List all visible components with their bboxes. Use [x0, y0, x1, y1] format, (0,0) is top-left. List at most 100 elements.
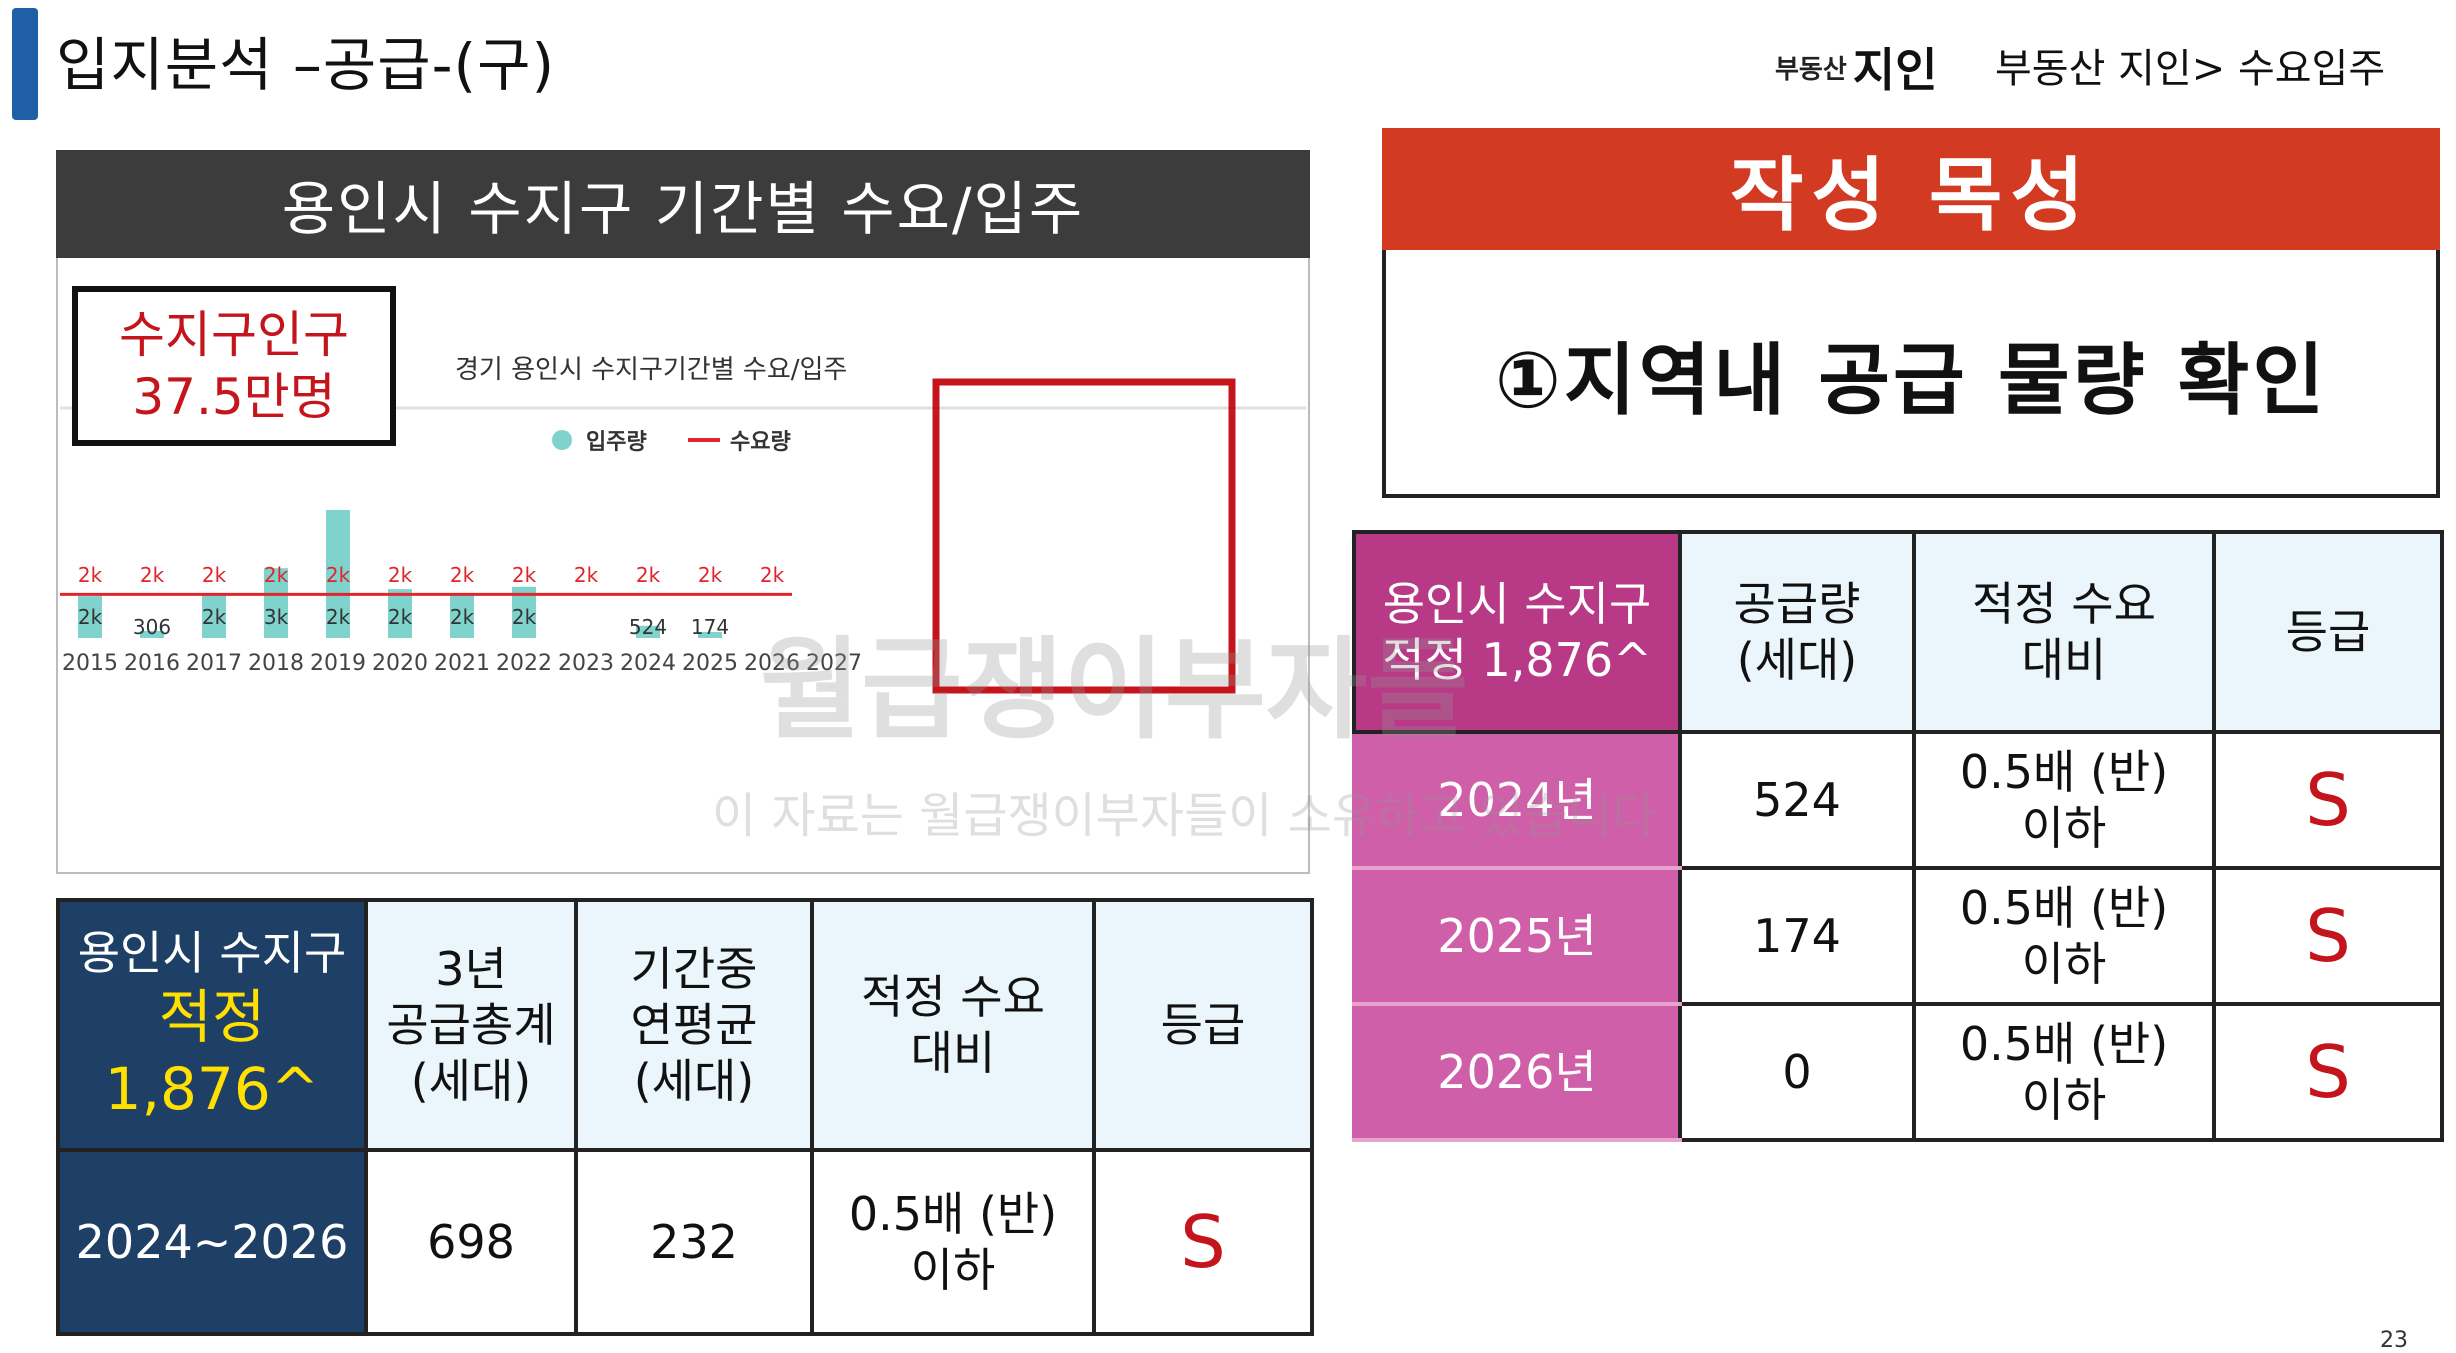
x-tick-2021: 2021: [434, 651, 490, 676]
bar-label-2022: 2k: [512, 605, 537, 629]
chart-panel-title: 용인시 수지구 기간별 수요/입주: [56, 150, 1310, 258]
table-row-ratio-line2: 이하: [2021, 937, 2107, 991]
legend-swatch-supply: [552, 430, 572, 450]
left-header-total-line3: (세대): [410, 1054, 532, 1108]
right-header-region-line2: 적정 1,876^: [1382, 633, 1652, 687]
x-tick-2020: 2020: [372, 651, 428, 676]
right-header-region: 용인시 수지구 적정 1,876^: [1352, 530, 1682, 734]
table-row-ratio: 0.5배 (반) 이하: [1912, 1002, 2216, 1142]
right-header-supply-line2: (세대): [1736, 633, 1858, 687]
demand-label-2015: 2k: [78, 563, 103, 587]
table-row-ratio-line1: 0.5배 (반): [1959, 745, 2169, 799]
page-title: 입지분석 –공급-(구): [56, 31, 556, 99]
left-header-ratio: 적정 수요 대비: [810, 898, 1096, 1152]
chart-title: 경기 용인시 수지구기간별 수요/입주: [455, 355, 847, 385]
demand-label-2022: 2k: [512, 563, 537, 587]
demand-label-2025: 2k: [698, 563, 723, 587]
objective-header: 작성 목성: [1382, 128, 2440, 250]
demand-label-2016: 2k: [140, 563, 165, 587]
brand-logo: 부동산 지인: [1775, 34, 1937, 100]
table-row-supply: 524: [1678, 730, 1916, 870]
population-value: 37.5만명: [132, 368, 336, 426]
watermark: 월급쟁이부자들: [760, 626, 1469, 754]
objective-text: ①지역내 공급 물량 확인: [1494, 336, 2328, 426]
left-row-grade: S: [1092, 1148, 1314, 1336]
left-header-total-line2: 공급총계: [386, 998, 556, 1052]
bar-2019: [326, 510, 350, 638]
demand-label-2019: 2k: [326, 563, 351, 587]
left-header-average-line1: 기간중: [630, 942, 758, 996]
x-tick-2018: 2018: [248, 651, 304, 676]
three-year-supply-table: 용인시 수지구 적정 1,876^ 3년 공급총계 (세대) 기간중 연평균 (…: [56, 898, 1314, 1336]
bar-2025: [698, 632, 722, 638]
demand-label-2018: 2k: [264, 563, 289, 587]
left-row-ratio-line1: 0.5배 (반): [848, 1187, 1058, 1241]
watermark-subtext: 이 자료는 월급쟁이부자들이 소유하고 있습니다: [712, 788, 1657, 844]
left-header-adequate-value: 1,876^: [104, 1055, 320, 1123]
table-row-ratio: 0.5배 (반) 이하: [1912, 730, 2216, 870]
left-header-total: 3년 공급총계 (세대): [364, 898, 578, 1152]
table-row-grade: S: [2212, 866, 2444, 1006]
table-row-ratio-line2: 이하: [2021, 1073, 2107, 1127]
left-row-ratio-line2: 이하: [910, 1243, 996, 1297]
table-row-year: 2024년: [1352, 730, 1682, 870]
forecast-highlight-box: [932, 378, 1236, 694]
demand-label-2020: 2k: [388, 563, 413, 587]
table-row-ratio-line1: 0.5배 (반): [1959, 1017, 2169, 1071]
x-tick-2017: 2017: [186, 651, 242, 676]
demand-label-2023: 2k: [574, 563, 599, 587]
left-row-period: 2024~2026: [56, 1148, 368, 1336]
left-header-ratio-line1: 적정 수요: [861, 970, 1045, 1024]
bar-label-2025: 174: [691, 615, 729, 639]
table-row-grade: S: [2212, 1002, 2444, 1142]
left-header-adequate-label: 적정: [158, 983, 266, 1051]
bar-2021: [450, 593, 474, 638]
chart-panel: [56, 150, 1310, 874]
table-row-ratio-line1: 0.5배 (반): [1959, 881, 2169, 935]
demand-label-2021: 2k: [450, 563, 475, 587]
x-tick-2022: 2022: [496, 651, 552, 676]
table-row-year: 2026년: [1352, 1002, 1682, 1142]
legend-label-supply: 입주량: [586, 430, 647, 455]
table-row-ratio: 0.5배 (반) 이하: [1912, 866, 2216, 1006]
x-tick-2026: 2026: [744, 651, 800, 676]
bar-2018: [264, 568, 288, 638]
bar-label-2017: 2k: [202, 605, 227, 629]
right-header-ratio: 적정 수요 대비: [1912, 530, 2216, 734]
demand-label-2026: 2k: [760, 563, 785, 587]
page-number: 23: [2380, 1328, 2408, 1353]
left-header-ratio-line2: 대비: [910, 1026, 996, 1080]
left-header-region: 용인시 수지구 적정 1,876^: [56, 898, 368, 1152]
left-header-grade: 등급: [1092, 898, 1314, 1152]
bar-label-2024: 524: [629, 615, 667, 639]
x-tick-2015: 2015: [62, 651, 118, 676]
bar-2016: [140, 630, 164, 638]
table-row-year: 2025년: [1352, 866, 1682, 1006]
bar-2020: [388, 589, 412, 638]
x-tick-2019: 2019: [310, 651, 366, 676]
left-row-average: 232: [574, 1148, 814, 1336]
yearly-supply-table: 용인시 수지구 적정 1,876^ 공급량 (세대) 적정 수요 대비 등급 2…: [1352, 530, 2444, 1142]
population-label: 수지구인구: [119, 306, 349, 364]
demand-label-2017: 2k: [202, 563, 227, 587]
bar-label-2021: 2k: [450, 605, 475, 629]
x-tick-2023: 2023: [558, 651, 614, 676]
left-header-region-name: 용인시 수지구: [77, 926, 347, 980]
demand-label-2024: 2k: [636, 563, 661, 587]
x-tick-2025: 2025: [682, 651, 738, 676]
left-header-average-line3: (세대): [633, 1054, 755, 1108]
bar-label-2020: 2k: [388, 605, 413, 629]
table-row-supply: 0: [1678, 1002, 1916, 1142]
right-header-grade: 등급: [2212, 530, 2444, 734]
table-row-grade: S: [2212, 730, 2444, 870]
population-callout: 수지구인구 37.5만명: [72, 286, 396, 446]
brand-logo-small: 부동산: [1775, 54, 1847, 85]
bar-label-2016: 306: [133, 615, 171, 639]
bar-2024: [636, 625, 660, 638]
bar-label-2019: 2k: [326, 605, 351, 629]
brand-logo-big: 지인: [1852, 43, 1938, 97]
x-tick-2024: 2024: [620, 651, 676, 676]
bar-label-2018: 3k: [264, 605, 289, 629]
title-accent-bar: [12, 8, 38, 120]
